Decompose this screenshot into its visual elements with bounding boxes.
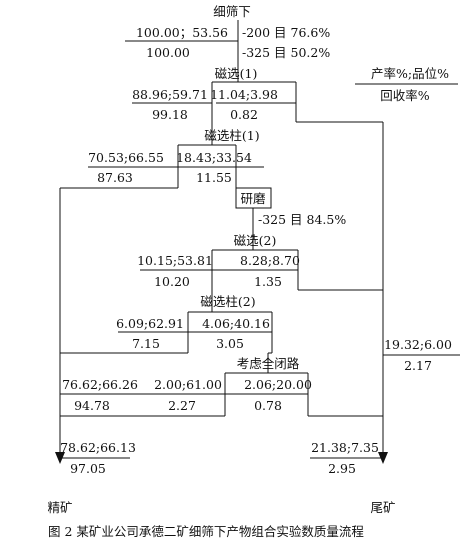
mag1-tail-yield-grade: 11.04;3.98: [210, 87, 278, 102]
col1-mid-recovery: 11.55: [196, 170, 232, 185]
closed-a-recovery: 94.78: [74, 398, 110, 413]
mag2-tail-recovery: 1.35: [254, 274, 282, 289]
mag-sep-1-label: 磁选(1): [215, 66, 258, 81]
mag2-conc-recovery: 10.20: [154, 274, 190, 289]
tailings-label: 尾矿: [370, 500, 395, 515]
tailings-yield-grade: 21.38;7.35: [311, 440, 379, 455]
grinding-label: 研磨: [240, 191, 266, 206]
mag-column-1-label: 磁选柱(1): [204, 128, 259, 143]
mag1-tail-recovery: 0.82: [230, 107, 258, 122]
closed-c-yield-grade: 2.06;20.00: [244, 377, 312, 392]
tail-mid-recovery: 2.17: [404, 358, 432, 373]
col2-conc-yield-grade: 6.09;62.91: [116, 316, 184, 331]
col2-mid-yield-grade: 4.06;40.16: [202, 316, 270, 331]
mag1-conc-recovery: 99.18: [152, 107, 188, 122]
legend-top: 产率%;品位%: [371, 66, 449, 81]
feed-recovery: 100.00: [146, 45, 190, 60]
concentrate-label: 精矿: [47, 500, 72, 515]
size-325-note: -325 目 50.2%: [242, 45, 330, 60]
closed-b-yield-grade: 2.00;61.00: [154, 377, 222, 392]
mag2-tail-yield-grade: 8.28;8.70: [240, 253, 300, 268]
feed-yield-grade: 100.00；53.56: [136, 25, 228, 40]
mag-sep-2-label: 磁选(2): [234, 233, 277, 248]
closed-a-yield-grade: 76.62;66.26: [62, 377, 138, 392]
col1-conc-yield-grade: 70.53;66.55: [88, 150, 164, 165]
col1-mid-yield-grade: 18.43;33.54: [176, 150, 252, 165]
mag2-conc-yield-grade: 10.15;53.81: [137, 253, 213, 268]
size-200-note: -200 目 76.6%: [242, 25, 330, 40]
col2-mid-recovery: 3.05: [216, 336, 244, 351]
sieve-label: 细筛下: [213, 4, 251, 19]
legend-bottom: 回收率%: [380, 88, 430, 103]
concentrate-recovery: 97.05: [70, 461, 106, 476]
col1-conc-recovery: 87.63: [97, 170, 133, 185]
mag-column-2-label: 磁选柱(2): [200, 294, 255, 309]
closed-b-recovery: 2.27: [168, 398, 196, 413]
figure-caption: 图 2 某矿业公司承德二矿细筛下产物组合实验数质量流程: [48, 524, 364, 539]
tailings-recovery: 2.95: [328, 461, 356, 476]
grind-325-note: -325 目 84.5%: [258, 212, 346, 227]
closed-c-recovery: 0.78: [254, 398, 282, 413]
mag1-conc-yield-grade: 88.96;59.71: [132, 87, 208, 102]
col2-conc-recovery: 7.15: [132, 336, 160, 351]
tail-mid-yield-grade: 19.32;6.00: [384, 337, 452, 352]
concentrate-yield-grade: 78.62;66.13: [60, 440, 136, 455]
